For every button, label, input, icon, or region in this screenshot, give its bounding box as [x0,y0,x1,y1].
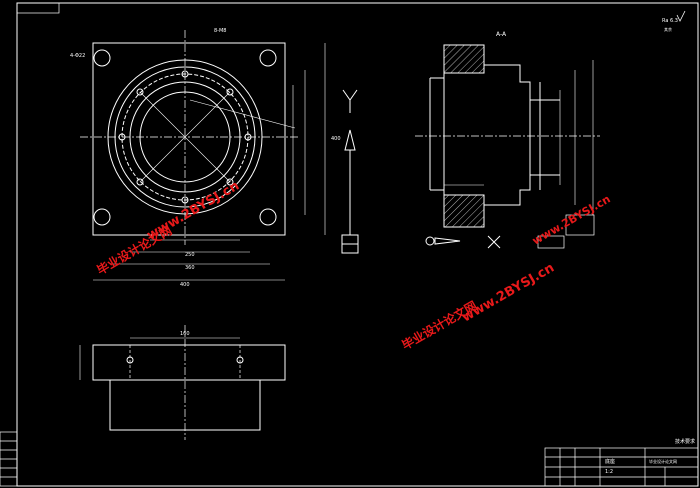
dim-label: 250 [185,252,195,258]
dim-label: 400 [180,282,190,288]
dim-label: 4-Φ22 [70,53,85,59]
leader-line [189,99,296,129]
title-part-name: 底座 [605,458,615,465]
section-hatch [443,194,485,228]
dim-label: 8-M8 [214,28,226,34]
arrow-icon [434,237,461,245]
watermark-url: www.2BYSJ.cn [460,261,557,326]
section-mark-a [342,89,358,113]
diag-line [139,91,231,183]
bolt-hole [181,196,189,204]
bolt-hole [118,133,126,141]
dim-label: 400 [331,136,341,142]
section-arrows [341,89,501,254]
title-scale: 1:2 [605,469,613,475]
title-block [0,431,699,487]
bolt-hole [181,70,189,78]
dim-label: 160 [180,331,190,337]
roughness-note2: 其余 [664,26,672,32]
base-plate-outline [92,42,286,236]
sheet-border [16,2,699,487]
roughness-icon [676,10,686,22]
drawing-number-box [16,2,60,14]
hole-mark [236,356,244,364]
datum-box [565,214,595,236]
bolt-hole [244,133,252,141]
top-view [79,325,286,440]
corner-hole [93,208,111,226]
section-label: A-A [496,31,507,38]
dim-label: 360 [185,265,195,271]
bolt-hole [136,88,144,96]
watermark-url: www.2BYSJ.cn [145,179,242,244]
bolt-hole [136,178,144,186]
title-school: 毕业设计论文网 [649,458,677,464]
hole-mark [126,356,134,364]
bolt-hole [226,178,234,186]
section-view [415,44,600,249]
corner-hole [259,208,277,226]
watermark-2: www.2BYSJ.cn [145,179,242,244]
bolt-hole [226,88,234,96]
corner-hole [259,49,277,67]
roughness-note: Ra 6.3 [662,18,678,24]
section-hatch [443,44,485,74]
arrow-up-icon [344,129,356,151]
datum-circle [425,236,435,246]
flange-outline [92,344,286,381]
watermark-5: www.2BYSJ.cn [530,192,613,247]
watermark-url: www.2BYSJ.cn [530,192,613,247]
watermark-4: www.2BYSJ.cn [460,261,557,326]
cross-mark [487,235,501,249]
corner-hole [93,49,111,67]
datum-box [537,235,565,249]
tech-req: 技术要求 [675,438,695,445]
front-view [80,30,326,281]
